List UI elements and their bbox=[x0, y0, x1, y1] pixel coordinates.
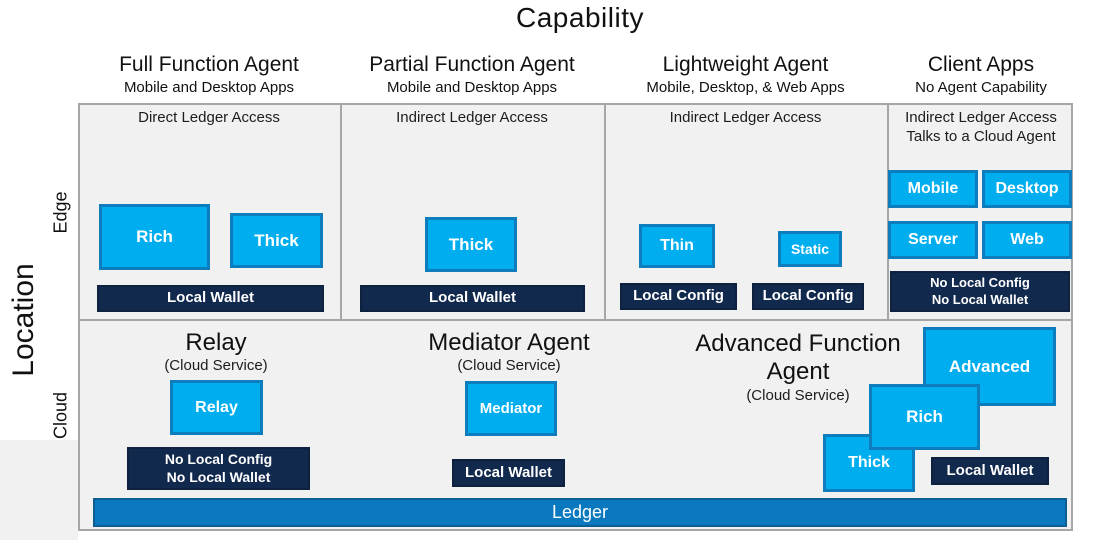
local-wallet-bar-partial-function: Local Wallet bbox=[360, 285, 585, 312]
column-title: Partial Function Agent bbox=[369, 53, 575, 76]
column-subtitle: Mobile, Desktop, & Web Apps bbox=[646, 79, 845, 96]
grid-divider bbox=[340, 103, 342, 319]
local-wallet-bar-mediator: Local Wallet bbox=[452, 459, 565, 487]
mediator-subtitle: (Cloud Service) bbox=[457, 357, 561, 374]
no-local-config-wallet-bar-client: No Local Config No Local Wallet bbox=[890, 271, 1070, 312]
column-header-full-function: Full Function Agent Mobile and Desktop A… bbox=[78, 52, 340, 97]
mediator-title: Mediator Agent bbox=[428, 329, 590, 356]
local-wallet-bar-advanced: Local Wallet bbox=[931, 457, 1049, 485]
rich-edge-box: Rich bbox=[99, 204, 210, 270]
diagram-title: Capability bbox=[516, 2, 644, 33]
column-subtitle: No Agent Capability bbox=[915, 79, 1047, 96]
column-header-lightweight: Lightweight Agent Mobile, Desktop, & Web… bbox=[604, 52, 887, 97]
access-line-2: Talks to a Cloud Agent bbox=[906, 128, 1056, 145]
desktop-box: Desktop bbox=[982, 170, 1072, 208]
location-axis-label: Location bbox=[7, 263, 40, 377]
relay-box: Relay bbox=[170, 380, 263, 435]
mobile-box: Mobile bbox=[888, 170, 978, 208]
rich-cloud-box: Rich bbox=[869, 384, 980, 450]
advanced-title-line-2: Agent bbox=[766, 358, 830, 385]
access-label-client-apps: Indirect Ledger Access Talks to a Cloud … bbox=[889, 108, 1073, 146]
grid-divider bbox=[604, 103, 606, 319]
server-box: Server bbox=[888, 221, 978, 259]
local-config-bar-thin: Local Config bbox=[620, 283, 737, 310]
local-config-bar-static: Local Config bbox=[752, 283, 864, 310]
access-label-full-function: Direct Ledger Access bbox=[138, 109, 280, 126]
column-header-partial-function: Partial Function Agent Mobile and Deskto… bbox=[340, 52, 604, 97]
column-title: Client Apps bbox=[927, 53, 1035, 76]
access-line-1: Indirect Ledger Access bbox=[905, 109, 1057, 126]
thin-box: Thin bbox=[639, 224, 715, 268]
advanced-box: Advanced bbox=[923, 327, 1056, 406]
relay-title: Relay bbox=[185, 329, 247, 356]
config-line-2: No Local Wallet bbox=[931, 291, 1029, 307]
advanced-title-line-1: Advanced Function bbox=[695, 330, 901, 357]
mediator-box: Mediator bbox=[465, 381, 557, 436]
column-title: Full Function Agent bbox=[119, 53, 299, 76]
web-box: Web bbox=[982, 221, 1072, 259]
column-subtitle: Mobile and Desktop Apps bbox=[386, 79, 558, 96]
config-line-1: No Local Config bbox=[930, 275, 1030, 291]
no-local-config-wallet-bar-relay: No Local Config No Local Wallet bbox=[127, 447, 310, 490]
access-label-partial-function: Indirect Ledger Access bbox=[396, 109, 548, 126]
relay-subtitle: (Cloud Service) bbox=[164, 357, 268, 374]
column-title: Lightweight Agent bbox=[662, 53, 829, 76]
advanced-subtitle: (Cloud Service) bbox=[746, 387, 850, 404]
static-box: Static bbox=[778, 231, 842, 267]
cloud-row-background-tab bbox=[0, 440, 78, 540]
advanced-title: Advanced Function Agent bbox=[648, 330, 948, 386]
grid-row-divider bbox=[78, 319, 1073, 321]
access-label-lightweight: Indirect Ledger Access bbox=[669, 109, 822, 126]
grid-divider bbox=[887, 103, 889, 319]
thick-partial-box: Thick bbox=[425, 217, 517, 272]
bar-line-1: No Local Config bbox=[164, 451, 273, 467]
thick-edge-box: Thick bbox=[230, 213, 323, 268]
local-wallet-bar-full-function: Local Wallet bbox=[97, 285, 324, 312]
edge-row-label: Edge bbox=[50, 191, 71, 234]
column-subtitle: Mobile and Desktop Apps bbox=[123, 79, 295, 96]
column-header-client-apps: Client Apps No Agent Capability bbox=[887, 52, 1075, 97]
ledger-bar: Ledger bbox=[93, 498, 1067, 527]
bar-line-2: No Local Wallet bbox=[166, 468, 271, 485]
